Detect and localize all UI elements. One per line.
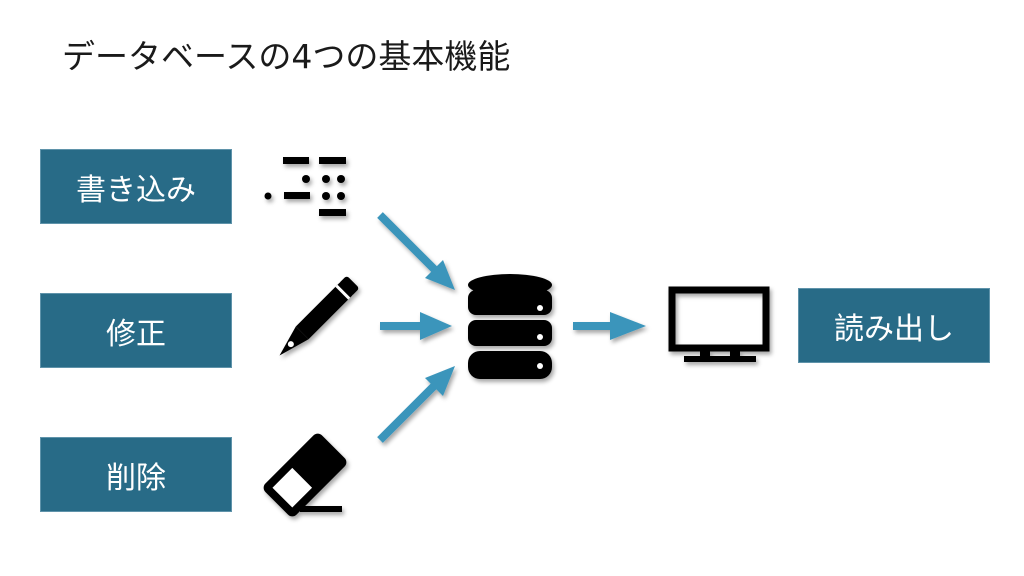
read-box: 読み出し xyxy=(798,288,990,363)
delete-box: 削除 xyxy=(40,437,232,512)
arrow-modify-to-db xyxy=(380,312,452,340)
monitor-icon xyxy=(668,286,770,362)
eraser-icon xyxy=(263,433,347,517)
arrow-db-to-monitor xyxy=(573,312,646,340)
write-box: 書き込み xyxy=(40,149,232,224)
read-label: 読み出し xyxy=(834,311,954,347)
modify-label: 修正 xyxy=(106,316,166,352)
page-title: データベースの4つの基本機能 xyxy=(62,37,511,76)
arrow-delete-to-db xyxy=(377,366,455,443)
pencil-icon xyxy=(279,276,359,356)
arrow-write-to-db xyxy=(377,212,455,290)
morse-code-icon xyxy=(264,157,346,216)
write-label: 書き込み xyxy=(76,172,196,208)
delete-label: 削除 xyxy=(106,460,166,496)
database-icon xyxy=(468,274,552,379)
modify-box: 修正 xyxy=(40,293,232,368)
